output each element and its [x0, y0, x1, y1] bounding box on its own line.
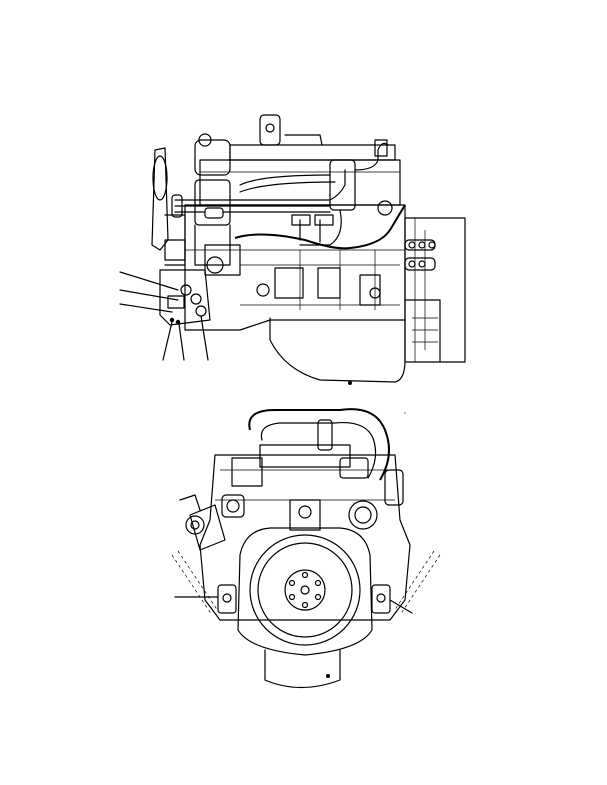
callout-leader-6: [200, 315, 209, 361]
flywheel-hub: [284, 569, 326, 611]
callout-leader-4: [162, 321, 173, 361]
bolt-3: [195, 305, 207, 317]
valve-cover: [229, 144, 396, 161]
rear-view-callouts: [174, 596, 413, 614]
right-mount-arm: [393, 550, 441, 616]
callout-leader-8: [389, 599, 413, 614]
side-view-callouts: [119, 271, 209, 361]
left-mount-arm: [171, 550, 219, 616]
callout-leader-3: [119, 303, 173, 313]
fuel-pump: [194, 179, 231, 226]
callout-leader-2: [119, 289, 179, 301]
starter-motor: [189, 504, 226, 551]
flywheel: [249, 534, 361, 646]
fuel-lines: [174, 199, 331, 213]
bolt-2: [190, 293, 202, 305]
front-pulley: [151, 147, 169, 251]
fuel-filter: [194, 139, 231, 176]
oil-pan: [269, 317, 406, 383]
flywheel-housing-rear: [237, 527, 373, 656]
rear-block: [199, 454, 411, 621]
water-pipe: [234, 204, 406, 250]
drain-plug: [348, 381, 352, 385]
gear-housing: [159, 269, 211, 326]
right-mount-ear: [371, 584, 391, 614]
callout-leader-5: [178, 323, 185, 361]
block-boss: [274, 267, 304, 299]
rear-boss: [348, 500, 378, 530]
engine-rear-view: [171, 408, 441, 689]
engine-side-view: [151, 114, 466, 385]
bolt-1: [180, 284, 192, 296]
rear-oil-pan: [264, 649, 341, 689]
callout-leader-1: [119, 271, 179, 291]
lifting-bracket: [259, 114, 281, 146]
exhaust-pipe: [248, 408, 390, 481]
turbo-housing: [329, 159, 356, 211]
left-mount-ear: [217, 584, 237, 614]
